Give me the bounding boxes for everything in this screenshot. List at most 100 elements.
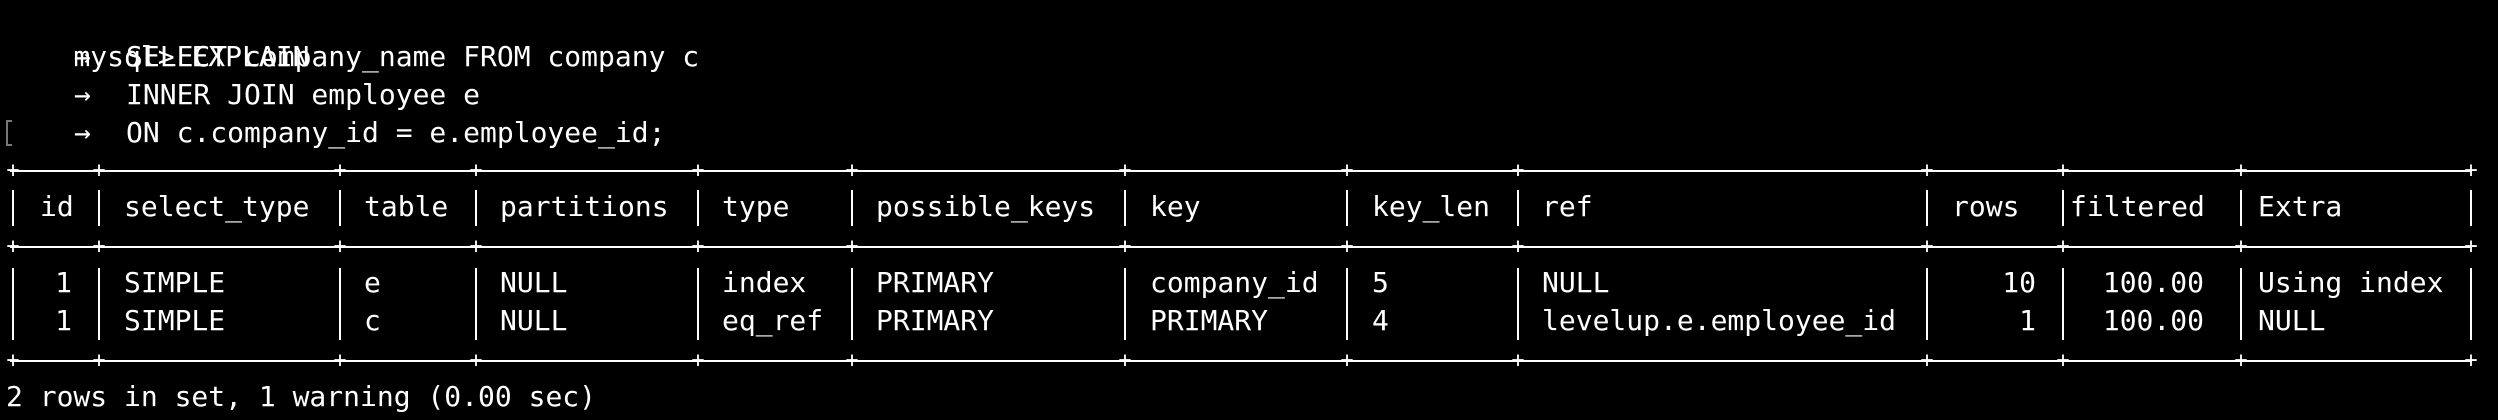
table-column-divider: [12, 268, 14, 340]
query-line-3: ON c.company_id = e.employee_id;: [126, 116, 666, 149]
cell-filtered: 100.00: [2102, 266, 2204, 299]
cell-ref: levelup.e.employee_id: [1542, 304, 1897, 337]
table-bottom-border: [10, 360, 2472, 362]
table-column-divider: [851, 190, 853, 226]
table-column-divider: [475, 190, 477, 226]
table-column-divider: [98, 190, 100, 226]
cell-select-type: SIMPLE: [124, 266, 226, 299]
table-column-divider: [339, 190, 341, 226]
prompt-line: mysql> EXPLAIN: [6, 0, 309, 73]
table-corner-joint: +: [333, 348, 347, 373]
table-corner-joint: +: [691, 158, 705, 183]
table-corner-joint: +: [2234, 348, 2248, 373]
table-column-divider: [1517, 268, 1519, 340]
table-corner-joint: +: [845, 158, 859, 183]
cell-key-len: 5: [1372, 266, 1389, 299]
result-summary: 2 rows in set, 1 warning (0.00 sec): [6, 380, 597, 413]
cell-rows: 1: [2019, 304, 2036, 337]
table-column-divider: [98, 268, 100, 340]
cell-filtered: 100.00: [2102, 304, 2204, 337]
table-column-divider: [1517, 190, 1519, 226]
cell-partitions: NULL: [500, 266, 568, 299]
header-key: key: [1150, 190, 1201, 223]
cell-partitions: NULL: [500, 304, 568, 337]
table-corner-joint: +: [1920, 158, 1934, 183]
table-corner-joint: +: [6, 158, 20, 183]
table-column-divider: [697, 268, 699, 340]
table-corner-joint: +: [333, 158, 347, 183]
header-filtered: filtered: [2070, 190, 2205, 223]
table-corner-joint: +: [2056, 234, 2070, 259]
table-corner-joint: +: [333, 234, 347, 259]
header-select-type: select_type: [124, 190, 310, 223]
command-text: EXPLAIN: [191, 40, 310, 73]
cell-table: e: [364, 266, 381, 299]
query-line-2: INNER JOIN employee e: [126, 78, 481, 111]
table-corner-joint: +: [6, 348, 20, 373]
table-corner-joint: +: [1920, 348, 1934, 373]
table-column-divider: [2470, 190, 2472, 226]
table-column-divider: [2062, 268, 2064, 340]
table-column-divider: [851, 268, 853, 340]
table-column-divider: [2470, 268, 2472, 340]
table-corner-joint: +: [2464, 234, 2478, 259]
table-corner-joint: +: [1340, 234, 1354, 259]
table-corner-joint: +: [1118, 234, 1132, 259]
header-extra: Extra: [2258, 190, 2343, 223]
table-corner-joint: +: [2056, 348, 2070, 373]
text-cursor-marker: [6, 120, 12, 146]
table-corner-joint: +: [1118, 348, 1132, 373]
table-corner-joint: +: [92, 348, 106, 373]
table-top-border: [10, 170, 2472, 172]
table-column-divider: [475, 268, 477, 340]
table-column-divider: [1346, 190, 1348, 226]
cell-key-len: 4: [1372, 304, 1389, 337]
table-corner-joint: +: [1511, 348, 1525, 373]
table-column-divider: [339, 268, 341, 340]
header-partitions: partitions: [500, 190, 669, 223]
table-corner-joint: +: [1340, 348, 1354, 373]
cell-type: eq_ref: [722, 304, 824, 337]
table-corner-joint: +: [845, 234, 859, 259]
table-corner-joint: +: [92, 158, 106, 183]
cell-ref: NULL: [1542, 266, 1610, 299]
table-column-divider: [2240, 190, 2242, 226]
cell-rows: 10: [2002, 266, 2036, 299]
cell-extra: Using index: [2258, 266, 2444, 299]
table-corner-joint: +: [691, 348, 705, 373]
table-corner-joint: +: [6, 234, 20, 259]
header-id: id: [40, 190, 74, 223]
mysql-prompt: mysql>: [73, 40, 175, 73]
table-column-divider: [697, 190, 699, 226]
table-corner-joint: +: [845, 348, 859, 373]
table-column-divider: [1346, 268, 1348, 340]
table-column-divider: [1926, 268, 1928, 340]
table-corner-joint: +: [1118, 158, 1132, 183]
header-rows: rows: [1952, 190, 2020, 223]
header-possible-keys: possible_keys: [876, 190, 1096, 223]
cell-key: PRIMARY: [1150, 304, 1269, 337]
cell-id: 1: [55, 266, 72, 299]
continuation-arrow-icon: →: [74, 78, 91, 111]
header-key-len: key_len: [1372, 190, 1491, 223]
table-header-separator: [10, 246, 2472, 248]
cell-extra: NULL: [2258, 304, 2326, 337]
table-column-divider: [2062, 190, 2064, 226]
table-corner-joint: +: [469, 234, 483, 259]
cell-type: index: [722, 266, 807, 299]
table-column-divider: [2240, 268, 2242, 340]
cell-possible-keys: PRIMARY: [876, 304, 995, 337]
query-line-1: SELECT company_name FROM company c: [126, 40, 700, 73]
table-corner-joint: +: [469, 348, 483, 373]
continuation-arrow-icon: →: [74, 40, 91, 73]
table-corner-joint: +: [469, 158, 483, 183]
table-column-divider: [1926, 190, 1928, 226]
cell-select-type: SIMPLE: [124, 304, 226, 337]
table-corner-joint: +: [1511, 234, 1525, 259]
table-corner-joint: +: [1920, 234, 1934, 259]
table-corner-joint: +: [2234, 234, 2248, 259]
table-corner-joint: +: [2464, 348, 2478, 373]
table-column-divider: [12, 190, 14, 226]
table-corner-joint: +: [2464, 158, 2478, 183]
